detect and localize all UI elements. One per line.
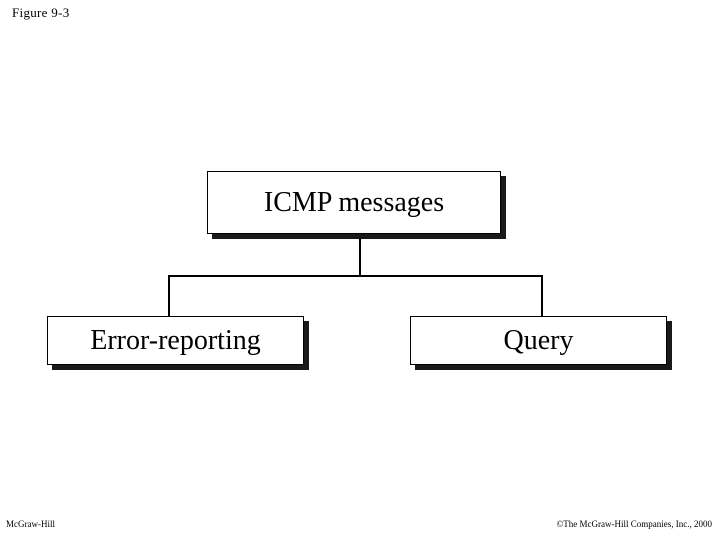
publisher-footer: McGraw-Hill (6, 519, 55, 529)
root-node-icmp-messages: ICMP messages (207, 171, 501, 234)
child-node-error-reporting: Error-reporting (47, 316, 304, 365)
connector-right-vertical (541, 275, 543, 316)
connector-root-vertical (359, 239, 361, 276)
connector-left-vertical (168, 275, 170, 316)
figure-label: Figure 9-3 (12, 5, 70, 20)
child-node-query: Query (410, 316, 667, 365)
copyright-footer: ©The McGraw-Hill Companies, Inc., 2000 (556, 519, 712, 529)
connector-horizontal-bar (168, 275, 543, 277)
